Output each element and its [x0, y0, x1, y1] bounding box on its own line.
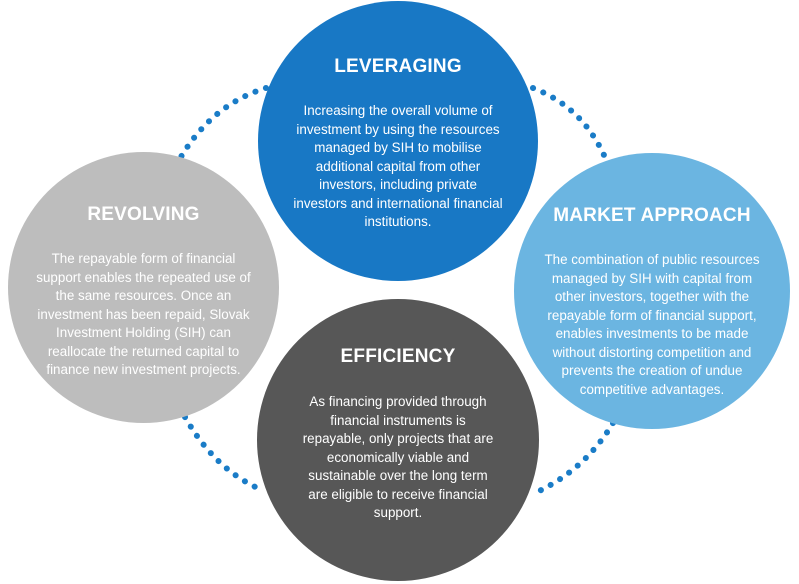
efficiency-title: EFFICIENCY: [340, 346, 456, 367]
market-approach-description: The combination of public resources mana…: [544, 252, 760, 397]
revolving-title: REVOLVING: [87, 204, 200, 225]
efficiency-circle: EFFICIENCY As financing provided through…: [257, 299, 539, 581]
leveraging-description: Increasing the overall volume of investm…: [293, 103, 503, 229]
leveraging-title: LEVERAGING: [334, 56, 462, 77]
dotted-connector-bottom-left: [182, 414, 265, 493]
leveraging-circle: LEVERAGING Increasing the overall volume…: [258, 1, 538, 281]
efficiency-description: As financing provided through financial …: [302, 394, 494, 520]
revolving-description: The repayable form of financial support …: [36, 251, 251, 377]
dotted-connector-top-right: [530, 85, 610, 165]
market-approach-title: MARKET APPROACH: [553, 205, 751, 226]
dotted-connector-top-left: [175, 85, 269, 165]
market-approach-circle: MARKET APPROACH The combination of publi…: [514, 153, 790, 429]
dotted-connector-bottom-right: [532, 420, 616, 496]
revolving-circle: REVOLVING The repayable form of financia…: [8, 152, 279, 423]
